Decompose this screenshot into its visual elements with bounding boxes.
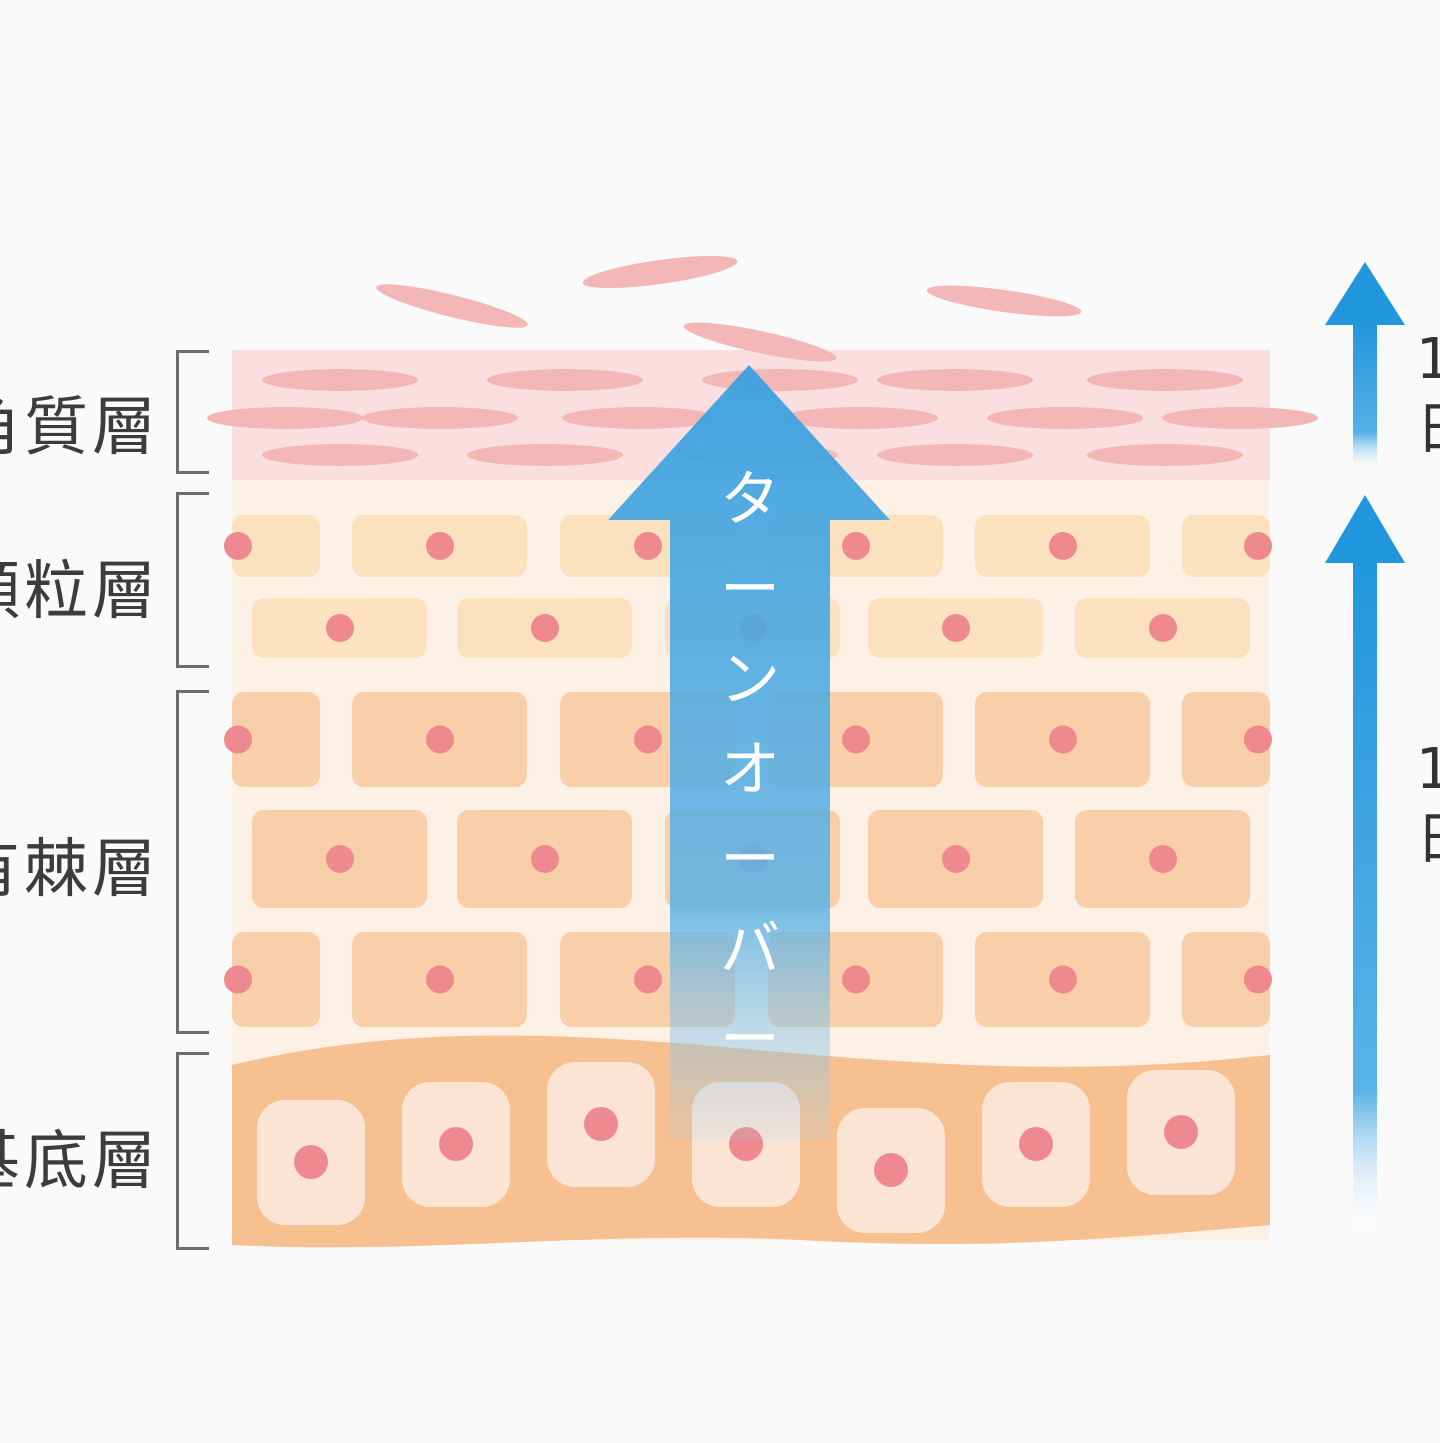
label-basale: 基底層 [0,1125,160,1199]
label-spinosum: 有棘層 [0,833,160,907]
corneum-cell [1087,444,1243,466]
corneum-cell [262,369,418,391]
side-arrow-bottom-head [1325,495,1405,563]
cell-nucleus [634,965,662,994]
cell-nucleus [1149,845,1177,873]
basal-nucleus [439,1127,473,1161]
cell-nucleus [224,965,252,994]
cell-nucleus [326,845,354,873]
cell-nucleus [842,965,870,994]
brick-cell [232,515,320,577]
turnover-label: ターンオーバー [720,465,780,1075]
corneum-cell [702,369,858,391]
cell-nucleus [426,725,454,754]
cell-nucleus [224,725,252,754]
brick-cell [232,932,320,1027]
cell-nucleus [1049,532,1077,560]
cell-nucleus [1244,725,1272,754]
side-label-bottom: 1 日 [1416,737,1440,872]
bracket-corneum [176,350,209,474]
cell-nucleus [1244,965,1272,994]
bracket-granulosum [176,492,209,668]
turnover-arrow [608,365,890,1140]
corneum-cell [207,407,363,429]
side-arrow-bottom-shaft [1353,555,1377,1225]
label-corneum: 角質層 [0,391,160,465]
flake [376,284,528,328]
cell-nucleus [426,532,454,560]
cell-nucleus [842,532,870,560]
basal-nucleus [1019,1127,1053,1161]
brick-cell [1182,515,1270,577]
cell-nucleus [326,614,354,642]
cell-nucleus [942,614,970,642]
corneum-cell [362,407,518,429]
side-arrow-top-head [1325,262,1405,325]
basal-nucleus [584,1107,618,1141]
corneum-cell [782,407,938,429]
flake [683,322,837,362]
brick-cell [232,692,320,787]
brick-cell [1182,692,1270,787]
basal-nucleus [294,1145,328,1179]
cell-nucleus [634,532,662,560]
cell-nucleus [426,965,454,994]
corneum-cell [467,444,623,466]
cell-nucleus [1244,532,1272,560]
shedding-flakes [376,255,1082,362]
cell-nucleus [531,614,559,642]
brick-cells [224,515,1272,1027]
cell-nucleus [1149,614,1177,642]
flake [582,255,738,289]
bracket-spinosum [176,690,209,1034]
corneum-cell [877,369,1033,391]
corneum-cell [1162,407,1318,429]
corneum-cell [262,444,418,466]
bracket-basale [176,1052,209,1250]
corneum-cell [877,444,1033,466]
cell-nucleus [634,725,662,754]
basal-nucleus [1164,1115,1198,1149]
label-granulosum: 顆粒層 [0,555,160,629]
corneum-cell [987,407,1143,429]
flake [926,285,1082,317]
cell-nucleus [224,532,252,560]
cell-nucleus [1049,725,1077,754]
cell-nucleus [531,845,559,873]
corneum-cell [562,407,718,429]
cell-nucleus [842,725,870,754]
side-arrow-top-shaft [1353,320,1377,470]
corneum-cell [1087,369,1243,391]
brick-cell [1182,932,1270,1027]
cell-nucleus [942,845,970,873]
basal-nucleus [874,1153,908,1187]
cell-nucleus [1049,965,1077,994]
corneum-cell [487,369,643,391]
side-label-top: 1 日 [1416,327,1440,462]
